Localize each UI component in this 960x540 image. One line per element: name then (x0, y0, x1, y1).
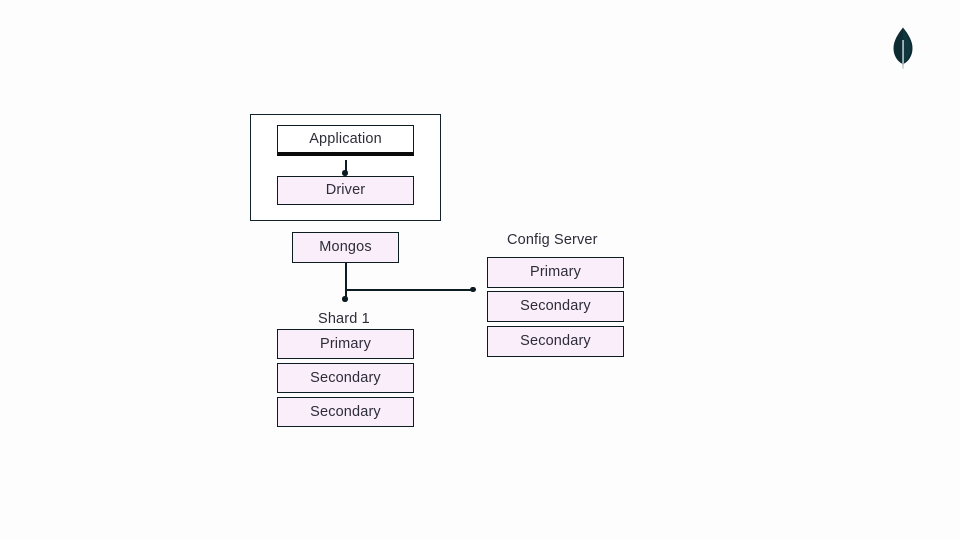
shard-member-primary[interactable]: Primary (277, 329, 414, 359)
config-server-member-secondary-1[interactable]: Secondary (487, 291, 624, 322)
connector-application-to-driver (345, 160, 347, 174)
shard-member-label: Secondary (310, 403, 381, 420)
mongodb-leaf-logo (888, 26, 918, 70)
config-server-member-label: Secondary (520, 333, 591, 350)
connector-endpoint-dot-shard (342, 296, 348, 302)
shard-member-label: Primary (320, 335, 371, 352)
config-server-member-secondary-2[interactable]: Secondary (487, 326, 624, 357)
shard-member-label: Secondary (310, 369, 381, 386)
shard-group-label: Shard 1 (318, 311, 370, 327)
application-node[interactable]: Application (277, 125, 414, 156)
application-label: Application (309, 130, 382, 147)
driver-label: Driver (325, 182, 366, 199)
driver-node[interactable]: Driver (277, 176, 414, 205)
connector-mongos-to-config-server (345, 289, 475, 291)
connector-endpoint-dot-driver (342, 170, 348, 176)
mongos-label: Mongos (319, 239, 372, 256)
config-server-member-label: Primary (530, 264, 581, 281)
config-server-member-label: Secondary (520, 298, 591, 315)
config-server-member-primary[interactable]: Primary (487, 257, 624, 288)
config-server-group-label: Config Server (507, 232, 598, 248)
mongos-node[interactable]: Mongos (292, 232, 399, 263)
connector-endpoint-dot-config-server (470, 286, 476, 292)
shard-member-secondary-1[interactable]: Secondary (277, 363, 414, 393)
shard-member-secondary-2[interactable]: Secondary (277, 397, 414, 427)
connector-mongos-trunk (345, 263, 347, 299)
